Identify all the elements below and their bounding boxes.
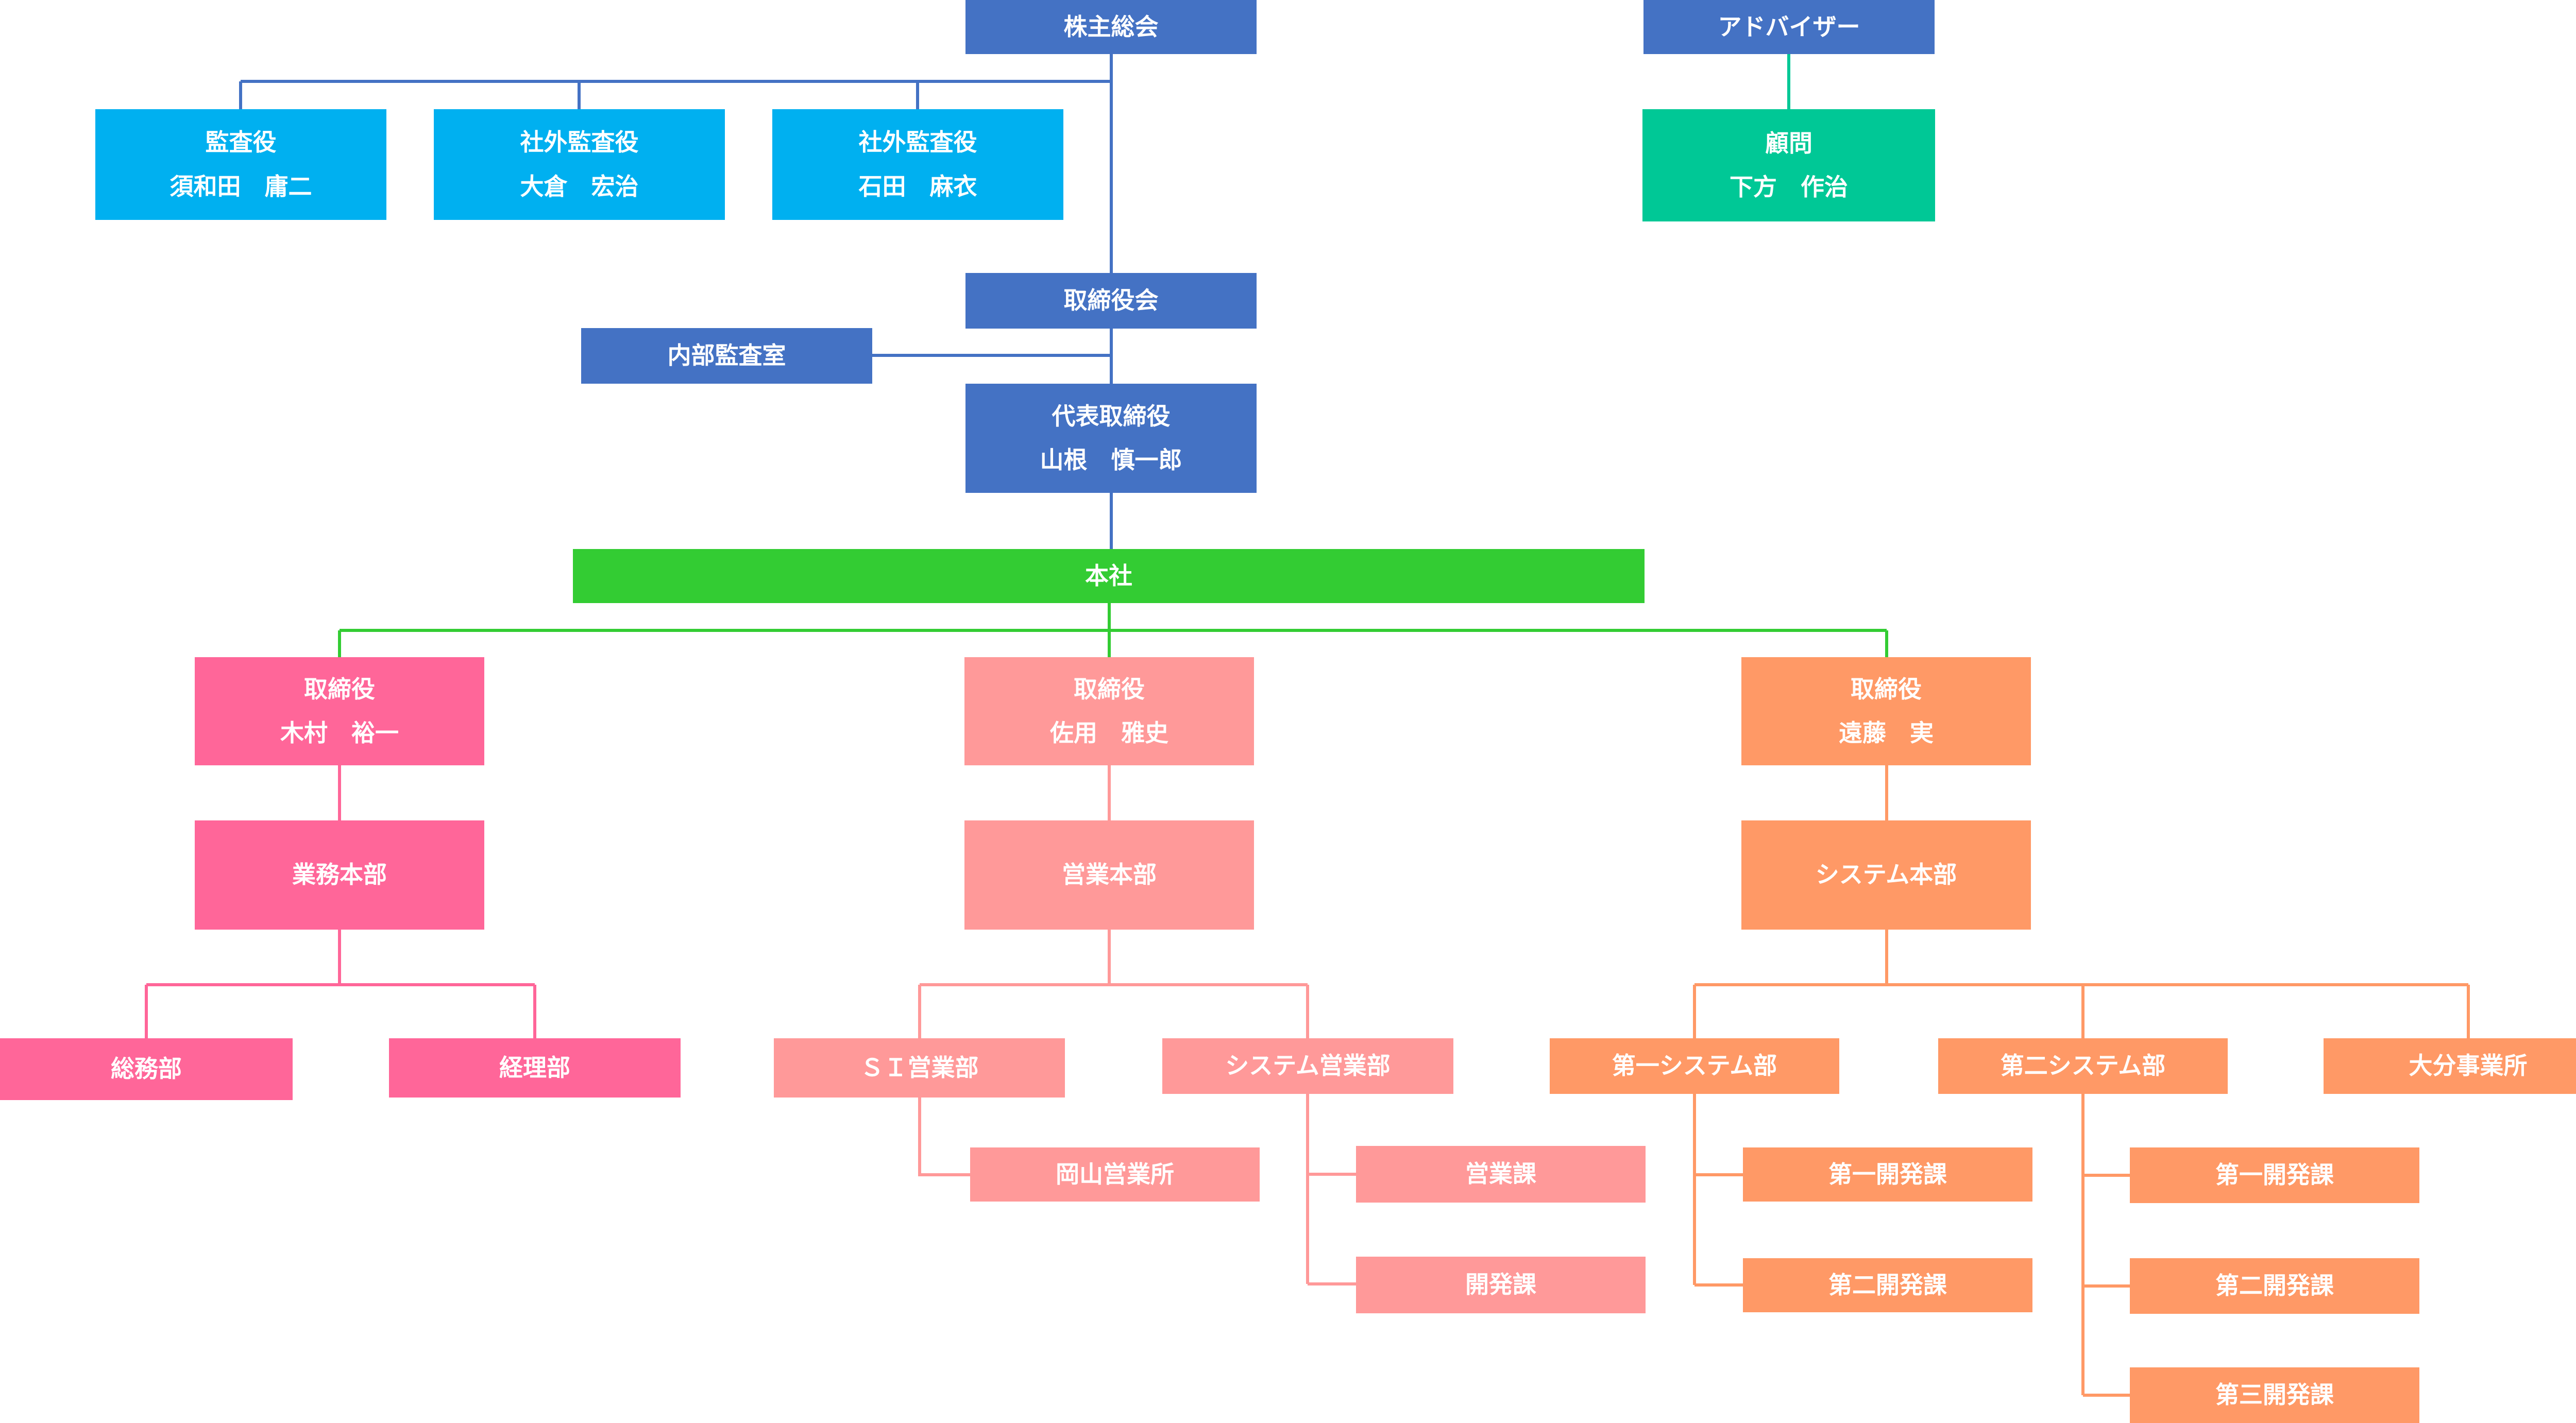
node-si-sales-dept[interactable]: ＳＩ営業部 — [774, 1038, 1065, 1098]
node-person-name: 遠藤 実 — [1839, 719, 1934, 747]
node-okayama-sales-office[interactable]: 岡山営業所 — [970, 1147, 1260, 1202]
node-title: 営業課 — [1465, 1160, 1536, 1188]
node-person-name: 須和田 庸二 — [170, 172, 312, 200]
node-title: 代表取締役 — [1052, 402, 1171, 430]
node-title: 監査役 — [205, 128, 277, 157]
node-title: 取締役 — [1074, 675, 1145, 703]
node-title: 取締役 — [304, 675, 375, 703]
node-person-name: 山根 慎一郎 — [1040, 446, 1182, 474]
node-director-endo[interactable]: 取締役 遠藤 実 — [1741, 657, 2031, 765]
node-person-name: 下方 作治 — [1730, 173, 1848, 201]
node-sys2-third-dev-section[interactable]: 第三開発課 — [2130, 1367, 2419, 1423]
connector-line — [918, 1098, 970, 1176]
node-title: システム営業部 — [1225, 1052, 1391, 1080]
node-person-name: 大倉 宏治 — [520, 172, 639, 200]
node-sales-section[interactable]: 営業課 — [1356, 1146, 1646, 1203]
node-shareholders-meeting[interactable]: 株主総会 — [965, 0, 1257, 54]
node-accounting-dept[interactable]: 経理部 — [389, 1038, 681, 1098]
node-outside-auditor-ishida[interactable]: 社外監査役 石田 麻衣 — [772, 109, 1063, 220]
node-title: 第一開発課 — [2215, 1161, 2334, 1189]
node-title: 第一システム部 — [1612, 1052, 1777, 1080]
node-ceo-yamane[interactable]: 代表取締役 山根 慎一郎 — [965, 384, 1257, 493]
node-title: 株主総会 — [1063, 12, 1159, 41]
node-title: システム本部 — [1815, 861, 1957, 889]
node-title: 第二開発課 — [1828, 1271, 1947, 1299]
node-sales-division[interactable]: 営業本部 — [964, 820, 1254, 930]
node-title: 業務本部 — [292, 861, 387, 889]
node-system-division[interactable]: システム本部 — [1741, 820, 2031, 930]
node-title: 取締役 — [1851, 675, 1922, 703]
node-person-name: 木村 裕一 — [280, 719, 399, 747]
node-director-sayo[interactable]: 取締役 佐用 雅史 — [964, 657, 1254, 765]
node-general-affairs-dept[interactable]: 総務部 — [0, 1038, 293, 1100]
node-first-system-dept[interactable]: 第一システム部 — [1550, 1038, 1839, 1094]
node-title: 本社 — [1085, 561, 1132, 590]
node-sys2-first-dev-section[interactable]: 第一開発課 — [2130, 1147, 2419, 1203]
node-headquarters[interactable]: 本社 — [573, 549, 1645, 603]
node-title: 社外監査役 — [858, 128, 977, 157]
node-title: 第二システム部 — [2000, 1052, 2166, 1080]
node-oita-office[interactable]: 大分事業所 — [2324, 1038, 2576, 1094]
node-title: 開発課 — [1465, 1271, 1536, 1299]
node-title: 第二開発課 — [2215, 1272, 2334, 1300]
node-title: 第三開発課 — [2215, 1381, 2334, 1409]
node-title: 営業本部 — [1062, 861, 1157, 889]
node-second-system-dept[interactable]: 第二システム部 — [1938, 1038, 2228, 1094]
node-business-division[interactable]: 業務本部 — [195, 820, 484, 930]
node-title: ＳＩ営業部 — [860, 1053, 979, 1082]
node-title: 社外監査役 — [520, 128, 639, 157]
node-title: 内部監査室 — [667, 341, 786, 370]
node-title: 第一開発課 — [1828, 1160, 1947, 1188]
node-advisor[interactable]: アドバイザー — [1643, 0, 1935, 54]
node-counselor-shimokata[interactable]: 顧問 下方 作治 — [1642, 109, 1935, 221]
node-outside-auditor-okura[interactable]: 社外監査役 大倉 宏治 — [434, 109, 725, 220]
node-title: 顧問 — [1765, 129, 1812, 157]
node-title: 総務部 — [111, 1055, 182, 1083]
node-person-name: 石田 麻衣 — [858, 172, 977, 200]
node-title: アドバイザー — [1718, 12, 1860, 41]
node-title: 取締役会 — [1063, 286, 1159, 315]
node-development-section[interactable]: 開発課 — [1356, 1257, 1646, 1313]
node-auditor-suwada[interactable]: 監査役 須和田 庸二 — [95, 109, 386, 220]
node-title: 経理部 — [499, 1053, 570, 1082]
node-sys1-first-dev-section[interactable]: 第一開発課 — [1743, 1147, 2032, 1202]
node-sys1-second-dev-section[interactable]: 第二開発課 — [1743, 1258, 2032, 1312]
node-director-kimura[interactable]: 取締役 木村 裕一 — [195, 657, 484, 765]
node-internal-audit-office[interactable]: 内部監査室 — [581, 328, 872, 384]
node-board-of-directors[interactable]: 取締役会 — [965, 273, 1257, 329]
node-system-sales-dept[interactable]: システム営業部 — [1162, 1038, 1453, 1094]
node-sys2-second-dev-section[interactable]: 第二開発課 — [2130, 1258, 2419, 1314]
node-title: 大分事業所 — [2409, 1052, 2528, 1080]
node-person-name: 佐用 雅史 — [1050, 719, 1168, 747]
node-title: 岡山営業所 — [1056, 1160, 1174, 1188]
